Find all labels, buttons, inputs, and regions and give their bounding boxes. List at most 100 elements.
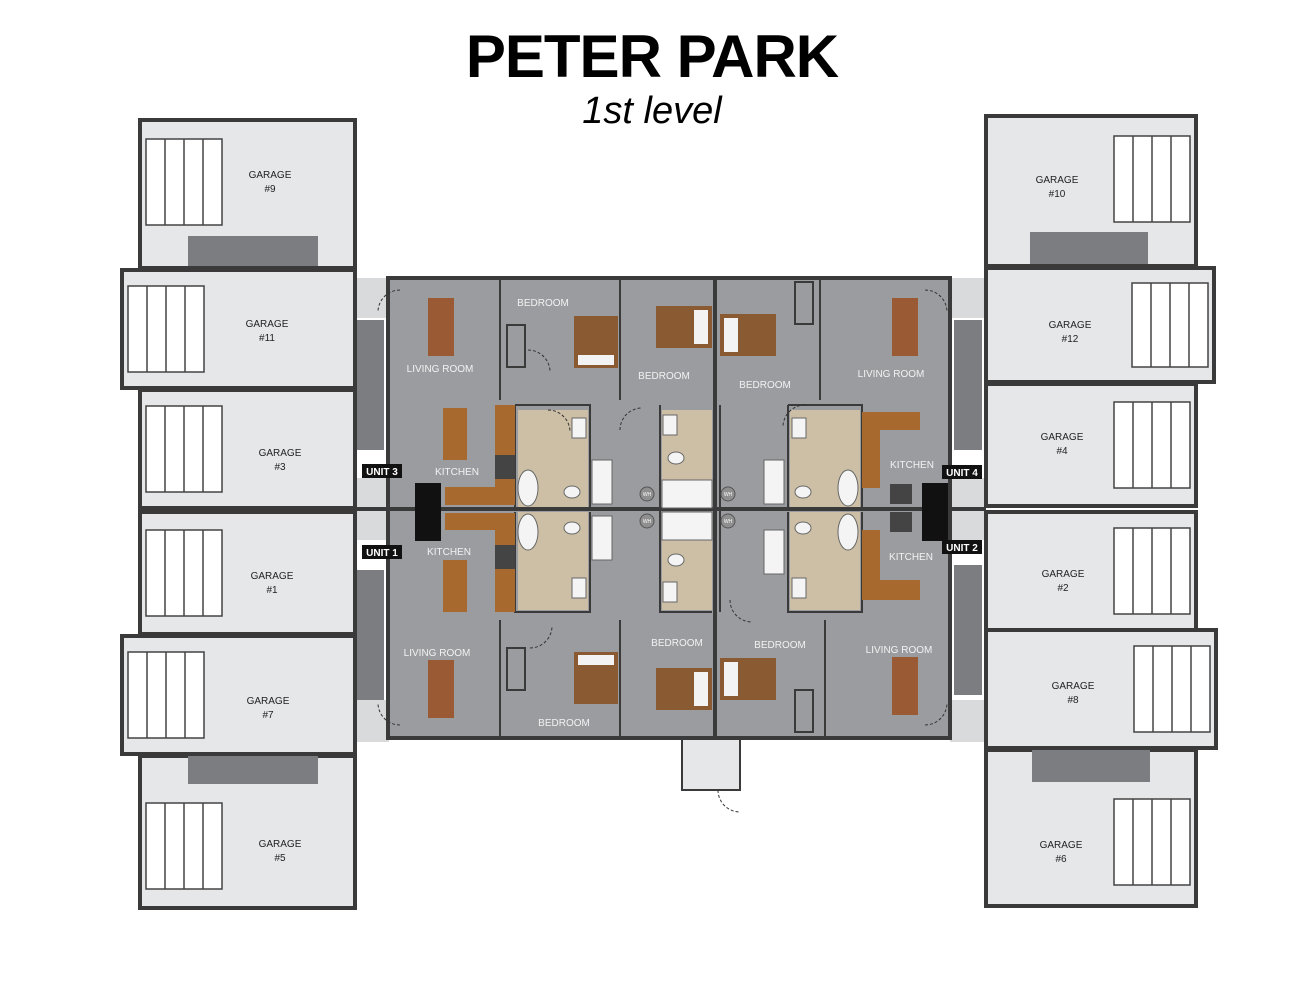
closet bbox=[794, 689, 814, 733]
garage-number: #4 bbox=[1056, 446, 1068, 457]
room-label-bedroom: BEDROOM bbox=[651, 638, 703, 649]
toilet-icon bbox=[667, 451, 685, 465]
pillow bbox=[694, 310, 708, 344]
door-swing bbox=[924, 702, 948, 726]
stove-icon bbox=[890, 512, 912, 532]
toilet-icon bbox=[667, 553, 685, 567]
sink-icon bbox=[662, 581, 678, 603]
door-swing bbox=[529, 625, 553, 649]
bathtub-icon bbox=[837, 513, 859, 551]
room-label-living-room: LIVING ROOM bbox=[858, 369, 925, 380]
room-label-living-room: LIVING ROOM bbox=[866, 645, 933, 656]
stairs bbox=[1030, 232, 1148, 264]
washer-dryer-icon bbox=[763, 529, 785, 575]
garage-12: GARAGE#12 bbox=[984, 266, 1216, 384]
stairs bbox=[188, 756, 318, 784]
door-swing bbox=[924, 289, 948, 313]
kitchen-counter bbox=[862, 530, 920, 600]
stove-icon bbox=[495, 545, 515, 569]
garage-5: GARAGE#5 bbox=[138, 754, 357, 910]
garage-number: #1 bbox=[266, 585, 278, 596]
bath-wall bbox=[787, 404, 863, 509]
room-label-kitchen: KITCHEN bbox=[890, 460, 934, 471]
door-swing bbox=[619, 407, 643, 431]
unit-3-tag: UNIT 3 bbox=[362, 464, 402, 478]
refrigerator-icon bbox=[415, 483, 441, 513]
door-swing bbox=[377, 702, 401, 726]
door-swing bbox=[782, 404, 806, 428]
garage-label: GARAGE bbox=[1040, 840, 1083, 851]
sink-icon bbox=[571, 577, 587, 599]
sofa-icon bbox=[428, 660, 454, 718]
garage-number: #6 bbox=[1055, 854, 1067, 865]
stairs bbox=[356, 570, 384, 700]
unit-3-label: UNIT 3 bbox=[366, 467, 398, 478]
water-heater-label: WH bbox=[724, 519, 733, 525]
kitchen-counter bbox=[445, 513, 515, 612]
bathtub-icon bbox=[837, 469, 859, 507]
bathtub-icon bbox=[517, 513, 539, 551]
garage-number: #3 bbox=[274, 462, 286, 473]
plan-title: PETER PARK bbox=[465, 23, 839, 90]
closet bbox=[794, 281, 814, 325]
water-heater-label: WH bbox=[724, 492, 733, 498]
stove-icon bbox=[890, 484, 912, 504]
closet bbox=[506, 647, 526, 691]
unit-2-tag: UNIT 2 bbox=[942, 540, 982, 554]
unit-2-label: UNIT 2 bbox=[946, 543, 978, 554]
entry-pad bbox=[353, 700, 389, 742]
room-label-bedroom: BEDROOM bbox=[739, 380, 791, 391]
garage-number: #10 bbox=[1049, 189, 1066, 200]
closet bbox=[506, 324, 526, 368]
stairs bbox=[954, 320, 982, 450]
shower-icon bbox=[661, 479, 713, 509]
entry-pad bbox=[950, 700, 986, 742]
garage-number: #11 bbox=[259, 333, 275, 344]
garage-layer: GARAGE#9GARAGE#11GARAGE#3GARAGE#1GARAGE#… bbox=[120, 114, 1218, 910]
room-label-kitchen: KITCHEN bbox=[427, 547, 471, 558]
garage-label: GARAGE bbox=[1036, 175, 1079, 186]
pillow bbox=[724, 662, 738, 696]
garage-8: GARAGE#8 bbox=[984, 628, 1218, 750]
entry-pad bbox=[950, 278, 986, 318]
door-swing bbox=[377, 289, 401, 313]
unit-4-label: UNIT 4 bbox=[946, 468, 978, 479]
sofa-icon bbox=[892, 657, 918, 715]
water-heater-label: WH bbox=[643, 492, 652, 498]
sink-icon bbox=[571, 417, 587, 439]
room-label-kitchen: KITCHEN bbox=[435, 467, 479, 478]
unit-1-label: UNIT 1 bbox=[366, 548, 398, 559]
pillow bbox=[694, 672, 708, 706]
garage-label: GARAGE bbox=[259, 839, 302, 850]
garage-label: GARAGE bbox=[1042, 569, 1085, 580]
pillow bbox=[578, 355, 614, 365]
room-label-bedroom: BEDROOM bbox=[754, 640, 806, 651]
washer-dryer-icon bbox=[763, 459, 785, 505]
apartment-block: WH WH WH WH UNIT 3 UNIT bbox=[353, 276, 986, 742]
sink-icon bbox=[791, 417, 807, 439]
garage-2: GARAGE #2 bbox=[984, 510, 1198, 632]
garage-4: GARAGE#4 bbox=[984, 382, 1198, 508]
water-heater-icon: WH bbox=[720, 513, 736, 529]
garage-10: GARAGE #10 bbox=[984, 114, 1198, 268]
garage-label: GARAGE bbox=[249, 170, 292, 181]
door-swing bbox=[547, 409, 571, 433]
stairs bbox=[1032, 750, 1150, 782]
stairs bbox=[356, 320, 384, 450]
garage-number: #8 bbox=[1067, 695, 1079, 706]
sink-icon bbox=[791, 577, 807, 599]
door-swing bbox=[527, 349, 551, 373]
kitchen-island bbox=[443, 408, 467, 460]
door-swing bbox=[729, 599, 753, 623]
pillow bbox=[578, 655, 614, 665]
pillow bbox=[724, 318, 738, 352]
garage-number: #2 bbox=[1057, 583, 1069, 594]
garage-7: GARAGE#7 bbox=[120, 634, 357, 756]
garage-11: GARAGE#11 bbox=[120, 268, 357, 390]
water-heater-icon: WH bbox=[720, 486, 736, 502]
refrigerator-icon bbox=[922, 513, 948, 541]
unit-4-tag: UNIT 4 bbox=[942, 465, 982, 479]
garage-label: GARAGE bbox=[247, 696, 290, 707]
room-label-bedroom: BEDROOM bbox=[517, 298, 569, 309]
